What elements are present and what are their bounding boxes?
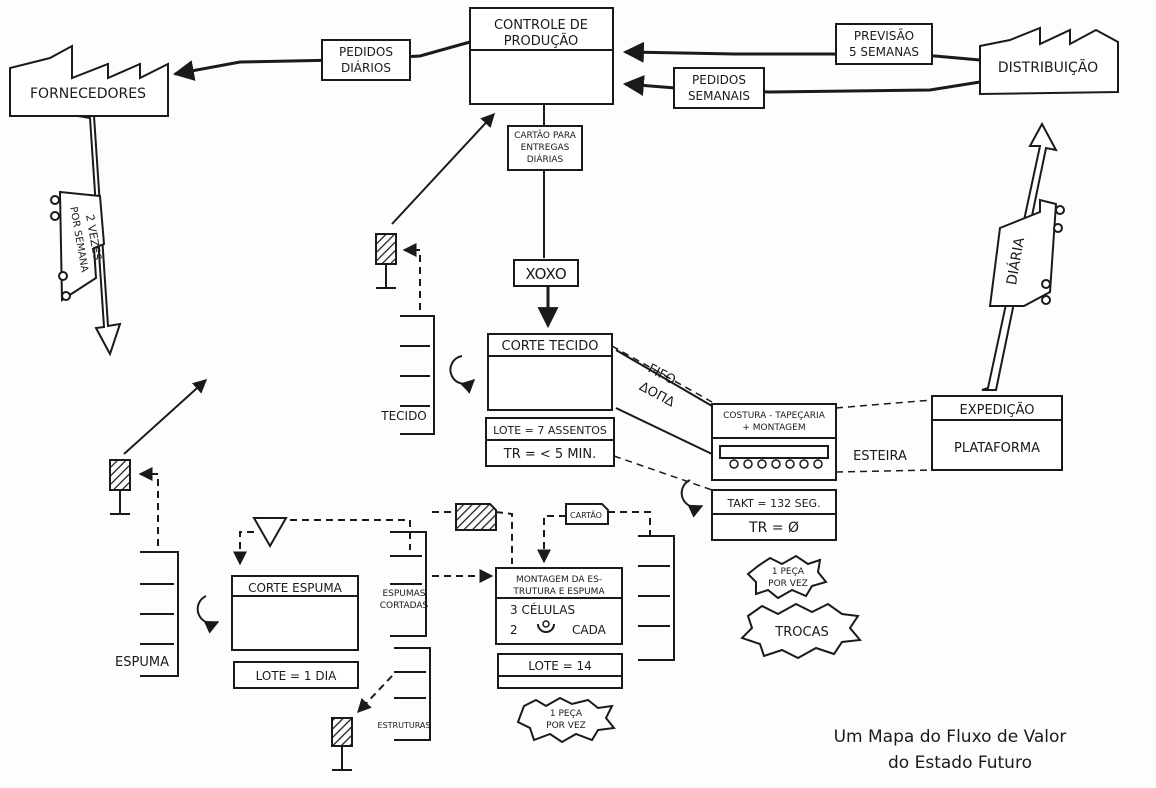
supplier-truck-icon: 2 VEZES POR SEMANA <box>51 192 104 300</box>
structures-kanban-dashed <box>358 676 392 712</box>
weekly-orders-label-box: PEDIDOS SEMANAIS <box>674 68 764 108</box>
foam-cutting-cycle-icon <box>198 596 218 623</box>
one-piece-burst-1-line2: POR VEZ <box>546 721 586 731</box>
shipping-body: PLATAFORMA <box>954 441 1040 456</box>
small-card-dashed <box>544 516 566 562</box>
shipping-title: EXPEDIÇÃO <box>960 402 1035 418</box>
daily-delivery-card-2: ENTREGAS <box>521 143 570 153</box>
assembly-title-1: MONTAGEM DA ES- <box>516 575 602 585</box>
assembly-cells: 3 CÉLULAS <box>510 602 575 617</box>
one-piece-burst-1: 1 PEÇA POR VEZ <box>518 698 614 742</box>
sewing-cycle-icon <box>682 480 702 507</box>
daily-delivery-card-3: DIÁRIAS <box>527 153 564 165</box>
signal-dashed <box>290 520 410 550</box>
assembly-process: MONTAGEM DA ES- TRUTURA E ESPUMA 3 CÉLUL… <box>496 568 622 644</box>
customer-factory-icon: DISTRIBUIÇÃO <box>980 28 1118 94</box>
weekly-orders-text-1: PEDIDOS <box>692 73 746 87</box>
changeover-burst-text: TROCAS <box>774 625 828 640</box>
customer-label: DISTRIBUIÇÃO <box>998 59 1098 76</box>
production-control-title-2: PRODUÇÃO <box>504 33 579 49</box>
conveyor-label: ESTEIRA <box>853 449 907 464</box>
signal-kanban-icon <box>254 518 286 546</box>
load-leveling-box: XOXO <box>514 260 578 286</box>
withdrawal-kanban-icon <box>456 504 496 530</box>
fabric-cutting-cycle-icon <box>450 356 474 384</box>
foam-to-control-arrow <box>124 380 206 454</box>
fabric-kanban-dashed <box>404 250 420 310</box>
daily-orders-text-1: PEDIDOS <box>339 45 393 59</box>
foam-kanban-dashed <box>140 474 158 546</box>
fifo-lane: FIFO ΔOΠΔ <box>612 346 712 490</box>
cut-foam-label-1: ESPUMAS <box>382 589 425 599</box>
one-piece-burst-2-line1: 1 PEÇA <box>772 567 805 577</box>
load-leveling-text: XOXO <box>525 265 566 283</box>
forecast-label-box: PREVISÃO 5 SEMANAS <box>836 24 932 64</box>
sewing-process: COSTURA - TAPEÇARIA + MONTAGEM <box>712 404 836 480</box>
supplier-factory-icon: FORNECEDORES <box>10 46 168 116</box>
foam-cutting-batch: LOTE = 1 DIA <box>256 669 338 683</box>
assembly-batch: LOTE = 14 <box>528 659 592 673</box>
cut-foam-label-2: CORTADAS <box>380 601 429 611</box>
forecast-text-1: PREVISÃO <box>854 28 914 43</box>
withdrawal-to-assembly-dashed <box>496 512 512 564</box>
changeover-burst: TROCAS <box>742 604 860 658</box>
structures-label: ESTRUTURAS <box>378 721 431 730</box>
fabric-cutting-data-box: LOTE = 7 ASSENTOS TR = < 5 MIN. <box>486 418 614 466</box>
daily-delivery-card-1: CARTÃO PARA <box>514 130 577 141</box>
caption-line-1: Um Mapa do Fluxo de Valor <box>834 727 1067 747</box>
assembly-supermarket-icon <box>638 536 674 660</box>
shipping-process: EXPEDIÇÃO PLATAFORMA <box>932 396 1062 470</box>
foam-supermarket-label: ESPUMA <box>115 655 169 670</box>
assembly-each: CADA <box>572 623 607 637</box>
daily-delivery-card: CARTÃO PARA ENTREGAS DIÁRIAS <box>508 126 582 170</box>
caption-line-2: do Estado Futuro <box>888 753 1032 773</box>
daily-orders-text-2: DIÁRIOS <box>341 60 391 75</box>
structures-kanban-post-icon <box>332 718 352 770</box>
weekly-orders-text-2: SEMANAIS <box>688 89 750 103</box>
fabric-cutting-batch: LOTE = 7 ASSENTOS <box>493 424 607 437</box>
daily-orders-label-box: PEDIDOS DIÁRIOS <box>322 40 410 80</box>
sewing-data-box: TAKT = 132 SEG. TR = Ø <box>712 490 836 540</box>
production-control-title-1: CONTROLE DE <box>494 18 588 33</box>
fabric-supermarket-label: TECIDO <box>380 409 427 423</box>
supplier-label: FORNECEDORES <box>30 86 146 102</box>
fabric-cutting-title: CORTE TECIDO <box>502 339 599 354</box>
one-piece-burst-1-line1: 1 PEÇA <box>550 709 583 719</box>
foam-cutting-data-box: LOTE = 1 DIA <box>234 662 358 688</box>
sewing-changeover: TR = Ø <box>748 520 799 536</box>
production-control-box: CONTROLE DE PRODUÇÃO <box>470 8 613 104</box>
small-card-icon: CARTÃO <box>566 504 608 524</box>
foam-kanban-post-icon <box>110 460 130 514</box>
small-card-label: CARTÃO <box>570 510 602 520</box>
fabric-kanban-post-icon <box>376 234 396 288</box>
sewing-title-1: COSTURA - TAPEÇARIA <box>723 411 826 421</box>
assembly-data-box: LOTE = 14 <box>498 654 622 688</box>
fabric-cutting-process: CORTE TECIDO <box>488 334 612 410</box>
forecast-text-2: 5 SEMANAS <box>849 45 919 59</box>
signal-to-foam-dashed <box>240 532 254 564</box>
conveyor-dashed-top <box>836 400 932 408</box>
assembly-count: 2 <box>510 623 518 637</box>
fabric-to-control-arrow <box>392 114 494 224</box>
one-piece-burst-2-line2: POR VEZ <box>768 579 808 589</box>
foam-cutting-process: CORTE ESPUMA <box>232 576 358 650</box>
conveyor-dashed-bottom <box>836 470 932 472</box>
sewing-title-2: + MONTAGEM <box>742 423 805 433</box>
assembly-title-2: TRUTURA E ESPUMA <box>512 587 605 597</box>
cut-foam-supermarket-icon <box>390 532 426 636</box>
foam-cutting-title: CORTE ESPUMA <box>248 581 343 595</box>
sewing-takt: TAKT = 132 SEG. <box>726 497 820 510</box>
fabric-cutting-changeover: TR = < 5 MIN. <box>503 447 596 462</box>
one-piece-burst-2: 1 PEÇA POR VEZ <box>748 556 826 598</box>
